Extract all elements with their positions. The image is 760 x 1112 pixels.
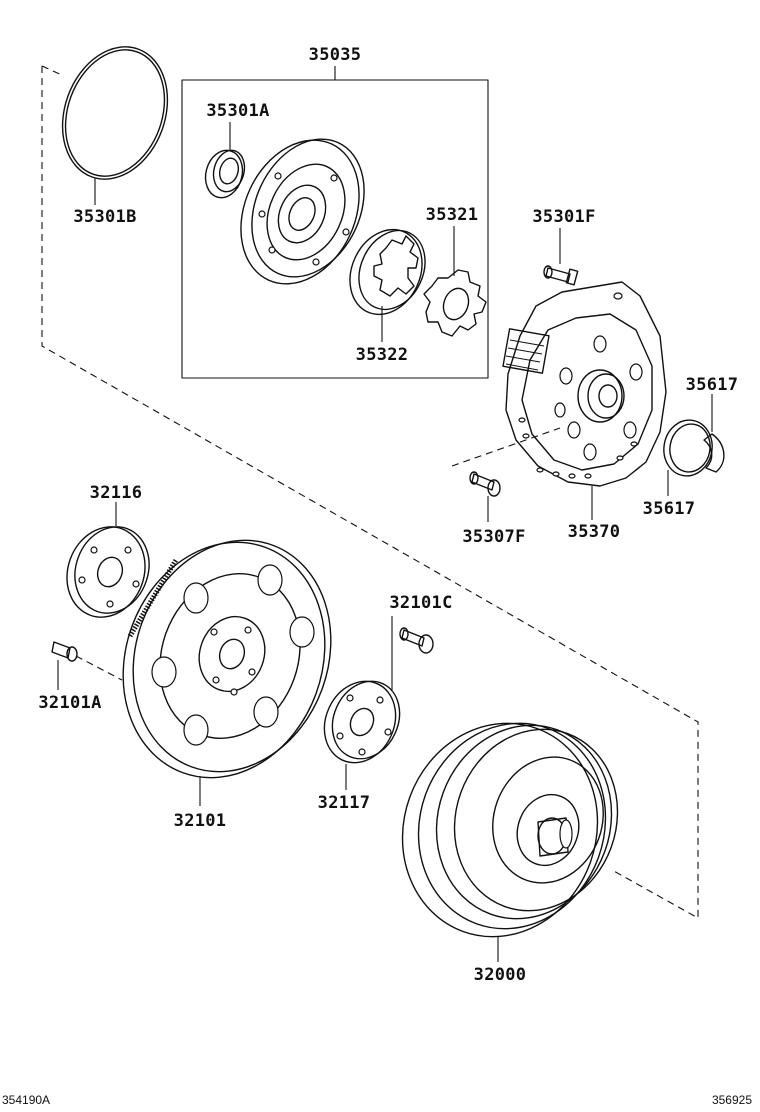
driven-gear-35322[interactable] xyxy=(337,218,438,326)
callout-35301A: 35301A xyxy=(206,101,269,121)
footer-right-code: 356925 xyxy=(712,1093,752,1107)
drive-gear-35321[interactable] xyxy=(423,269,487,337)
callout-32117: 32117 xyxy=(318,793,371,813)
spacer-32116[interactable] xyxy=(55,516,161,628)
oil-seal-35301A[interactable] xyxy=(200,146,249,202)
callout-35617-top: 35617 xyxy=(686,375,739,395)
callout-35617-bottom: 35617 xyxy=(643,499,696,519)
footer-left-code: 354190A xyxy=(2,1093,50,1107)
callout-32101C: 32101C xyxy=(389,593,452,613)
callout-35301F: 35301F xyxy=(532,207,595,227)
o-ring-35301B[interactable] xyxy=(45,32,185,194)
subassembly-box-35035 xyxy=(181,79,489,379)
callout-35322: 35322 xyxy=(356,345,409,365)
callout-35301B: 35301B xyxy=(73,207,136,227)
spacer-32117[interactable] xyxy=(311,670,411,775)
torque-converter-32000[interactable] xyxy=(373,696,643,965)
callout-32116: 32116 xyxy=(90,483,143,503)
bolt-35307F[interactable] xyxy=(469,471,501,497)
callout-35321: 35321 xyxy=(426,205,479,225)
bolt-32101C[interactable] xyxy=(399,627,434,654)
pump-body-35035[interactable] xyxy=(218,121,385,303)
bolt-35301F[interactable] xyxy=(543,265,579,286)
drive-plate-32101[interactable] xyxy=(91,512,363,806)
callout-32101: 32101 xyxy=(174,811,227,831)
callout-35370: 35370 xyxy=(568,522,621,542)
callout-35307F: 35307F xyxy=(462,527,525,547)
callout-32000: 32000 xyxy=(474,965,527,985)
callout-35035: 35035 xyxy=(309,45,362,65)
bolt-32101A[interactable] xyxy=(51,641,78,662)
seal-ring-35617-b[interactable] xyxy=(703,433,725,473)
pump-cover-35370[interactable] xyxy=(502,281,667,487)
callout-32101A: 32101A xyxy=(38,693,101,713)
assembly-envelope xyxy=(41,65,699,919)
